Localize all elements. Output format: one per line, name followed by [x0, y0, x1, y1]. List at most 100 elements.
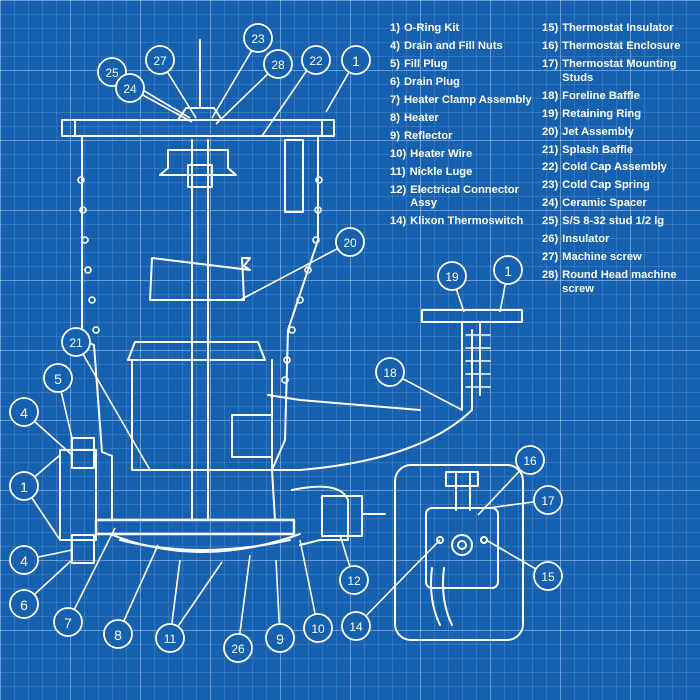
callout-circle	[437, 261, 467, 291]
callout-8: 8	[103, 619, 133, 649]
callout-circle	[9, 397, 39, 427]
jet-stack	[127, 149, 273, 471]
callout-circle	[115, 73, 145, 103]
callout-circle	[341, 611, 371, 641]
callout-23: 23	[243, 23, 273, 53]
legend-item: 14)Klixon Thermoswitch	[390, 215, 524, 228]
callout-9: 9	[265, 623, 295, 653]
callout-circle	[61, 327, 91, 357]
callout-circle	[263, 49, 293, 79]
callout-label: 21	[69, 336, 83, 350]
callout-28: 28	[263, 49, 293, 79]
callout-circle	[243, 23, 273, 53]
legend-item: 7)Heater Clamp Assembly	[390, 93, 532, 106]
legend-item: 20)Jet Assembly	[542, 125, 634, 138]
fill-drain-housing	[59, 449, 97, 541]
callout-10: 10	[303, 613, 333, 643]
legend-item: 18)Foreline Baffle	[542, 89, 640, 102]
legend-item: 21)Splash Baffle	[542, 143, 634, 156]
callout-24: 24	[115, 73, 145, 103]
callout-label: 7	[64, 615, 72, 631]
callout-circle	[9, 545, 39, 575]
callout-label: 23	[251, 32, 265, 46]
callout-label: 17	[541, 494, 555, 508]
callout-label: 1	[504, 263, 512, 279]
callout-circle	[515, 445, 545, 475]
callout-16: 16	[515, 445, 545, 475]
legend-item: 4)Drain and Fill Nuts	[390, 39, 503, 52]
callout-circle	[301, 45, 331, 75]
legend-item: 11)Nickle Luge	[390, 165, 473, 178]
callout-4: 4	[9, 545, 39, 575]
callout-label: 15	[541, 570, 555, 584]
callout-label: 4	[20, 553, 28, 569]
callout-label: 9	[276, 631, 284, 647]
callout-circle	[155, 623, 185, 653]
legend-item: 23)Cold Cap Spring	[542, 179, 650, 192]
legend-item: 26)Insulator	[542, 233, 610, 246]
callout-circle	[103, 619, 133, 649]
callout-circle	[335, 227, 365, 257]
legend-item: 17)Thermostat Mounting Studs	[542, 57, 677, 84]
legend-item: 6)Drain Plug	[390, 75, 460, 88]
callout-label: 16	[523, 454, 537, 468]
callout-label: 4	[20, 405, 28, 421]
foreline-arm	[267, 329, 473, 471]
callout-label: 26	[231, 642, 245, 656]
callout-circle	[265, 623, 295, 653]
electrical-connector	[291, 485, 349, 546]
callout-label: 19	[445, 270, 459, 284]
callout-1: 1	[341, 45, 371, 75]
legend-item: 28)Round Head machine screw	[542, 269, 677, 295]
callout-7: 7	[53, 607, 83, 637]
callout-27: 27	[145, 45, 175, 75]
callout-4: 4	[9, 397, 39, 427]
callout-circle	[339, 565, 369, 595]
callout-circle	[145, 45, 175, 75]
callout-label: 1	[20, 479, 28, 495]
legend-item: 16)Thermostat Enclosure	[542, 39, 681, 52]
callout-18: 18	[375, 357, 405, 387]
callout-label: 25	[105, 66, 119, 80]
legend-left: 1)O-Ring Kit 4)Drain and Fill Nuts 5)Fil…	[390, 22, 536, 233]
cooling-coil-right	[281, 176, 323, 384]
legend-item: 19)Retaining Ring	[542, 107, 642, 120]
callout-label: 11	[164, 632, 177, 646]
callout-circle	[533, 561, 563, 591]
callout-15: 15	[533, 561, 563, 591]
callout-21: 21	[61, 327, 91, 357]
callout-12: 12	[339, 565, 369, 595]
callout-circle	[303, 613, 333, 643]
callout-circle	[9, 589, 39, 619]
callout-5: 5	[43, 363, 73, 393]
callout-circle	[53, 607, 83, 637]
callout-label: 6	[20, 597, 28, 613]
cooling-coil-left	[77, 176, 100, 334]
side-bracket	[284, 139, 304, 213]
callout-label: 5	[54, 371, 62, 387]
legend-item: 25)S/S 8-32 stud 1/2 lg	[542, 215, 665, 228]
callout-label: 22	[309, 54, 323, 68]
heater-plate	[94, 518, 296, 536]
callout-circle	[43, 363, 73, 393]
callout-circle	[493, 255, 523, 285]
thermostat-inset	[394, 464, 524, 641]
legend-item: 22)Cold Cap Assembly	[542, 161, 667, 174]
callout-26: 26	[223, 633, 253, 663]
callout-1: 1	[493, 255, 523, 285]
callout-11: 11	[155, 623, 185, 653]
callout-circle	[341, 45, 371, 75]
callout-label: 18	[383, 366, 397, 380]
callout-circle	[533, 485, 563, 515]
legend-item: 12)Electrical Connector Assy	[390, 183, 519, 210]
foreline-flange	[421, 309, 523, 323]
top-flange	[61, 119, 335, 137]
callout-circle	[223, 633, 253, 663]
legend-item: 5)Fill Plug	[390, 57, 448, 70]
callout-6: 6	[9, 589, 39, 619]
callout-label: 28	[271, 58, 285, 72]
callout-label: 24	[123, 82, 137, 96]
callout-label: 8	[114, 627, 122, 643]
callout-label: 12	[347, 574, 361, 588]
legend-item: 1)O-Ring Kit	[390, 22, 460, 34]
